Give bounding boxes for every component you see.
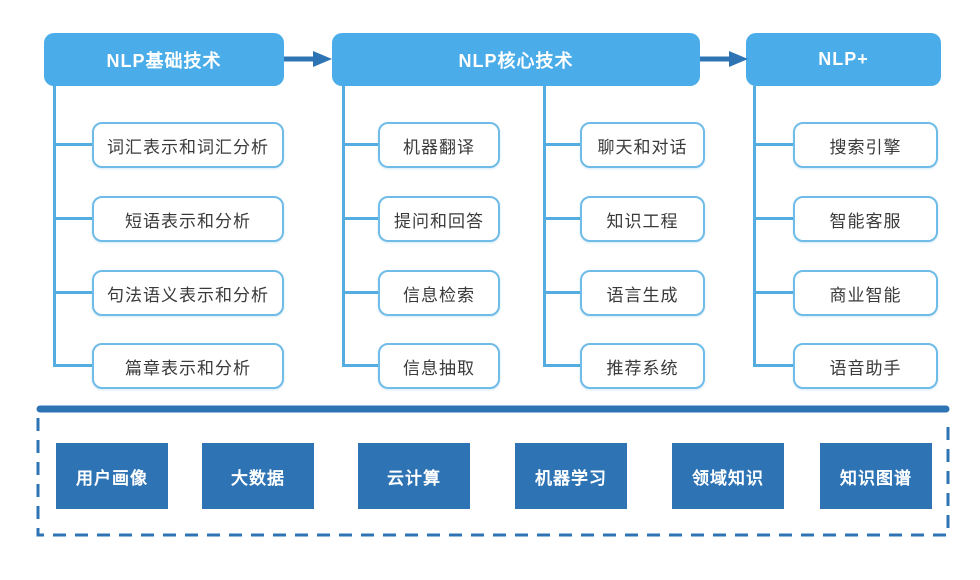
node-voice-assistant: 语音助手 bbox=[793, 343, 938, 389]
connector-line bbox=[53, 364, 92, 367]
connector-line bbox=[543, 217, 580, 220]
connector-line bbox=[753, 86, 756, 367]
connector-line bbox=[53, 217, 92, 220]
node-phrase-representation-analysis: 短语表示和分析 bbox=[92, 196, 284, 242]
connector-line bbox=[342, 217, 378, 220]
foundation-box-machine-learning: 机器学习 bbox=[515, 443, 627, 509]
foundation-box-cloud-computing: 云计算 bbox=[358, 443, 470, 509]
header-nlp-plus: NLP+ bbox=[746, 33, 941, 86]
node-search-engine: 搜索引擎 bbox=[793, 122, 938, 168]
node-question-answering: 提问和回答 bbox=[378, 196, 500, 242]
foundation-box-domain-knowledge: 领域知识 bbox=[672, 443, 784, 509]
node-language-generation: 语言生成 bbox=[580, 270, 705, 316]
connector-line bbox=[53, 291, 92, 294]
node-chat-dialogue: 聊天和对话 bbox=[580, 122, 705, 168]
node-intelligent-customer-service: 智能客服 bbox=[793, 196, 938, 242]
connector-line bbox=[753, 143, 793, 146]
node-recommendation-system: 推荐系统 bbox=[580, 343, 705, 389]
node-lexical-representation-analysis: 词汇表示和词汇分析 bbox=[92, 122, 284, 168]
connector-line bbox=[342, 86, 345, 367]
connector-line bbox=[342, 364, 378, 367]
connector-line bbox=[753, 364, 793, 367]
connector-line bbox=[342, 291, 378, 294]
foundation-box-big-data: 大数据 bbox=[202, 443, 314, 509]
foundation-panel-border bbox=[36, 405, 950, 537]
node-business-intelligence: 商业智能 bbox=[793, 270, 938, 316]
connector-line bbox=[543, 86, 546, 367]
connector-line bbox=[342, 143, 378, 146]
node-information-extraction: 信息抽取 bbox=[378, 343, 500, 389]
flow-arrow-icon bbox=[700, 51, 748, 67]
foundation-box-knowledge-graph: 知识图谱 bbox=[820, 443, 932, 509]
header-nlp-core-tech: NLP核心技术 bbox=[332, 33, 700, 86]
connector-line bbox=[543, 364, 580, 367]
connector-line bbox=[753, 217, 793, 220]
connector-line bbox=[543, 143, 580, 146]
node-machine-translation: 机器翻译 bbox=[378, 122, 500, 168]
connector-line bbox=[753, 291, 793, 294]
node-information-retrieval: 信息检索 bbox=[378, 270, 500, 316]
connector-line bbox=[53, 143, 92, 146]
header-nlp-foundation-tech: NLP基础技术 bbox=[44, 33, 284, 86]
connector-line bbox=[543, 291, 580, 294]
node-knowledge-engineering: 知识工程 bbox=[580, 196, 705, 242]
flow-arrow-icon bbox=[284, 51, 332, 67]
connector-line bbox=[53, 86, 56, 367]
node-discourse-representation-analysis: 篇章表示和分析 bbox=[92, 343, 284, 389]
node-syntax-semantics-analysis: 句法语义表示和分析 bbox=[92, 270, 284, 316]
foundation-box-user-profile: 用户画像 bbox=[56, 443, 168, 509]
